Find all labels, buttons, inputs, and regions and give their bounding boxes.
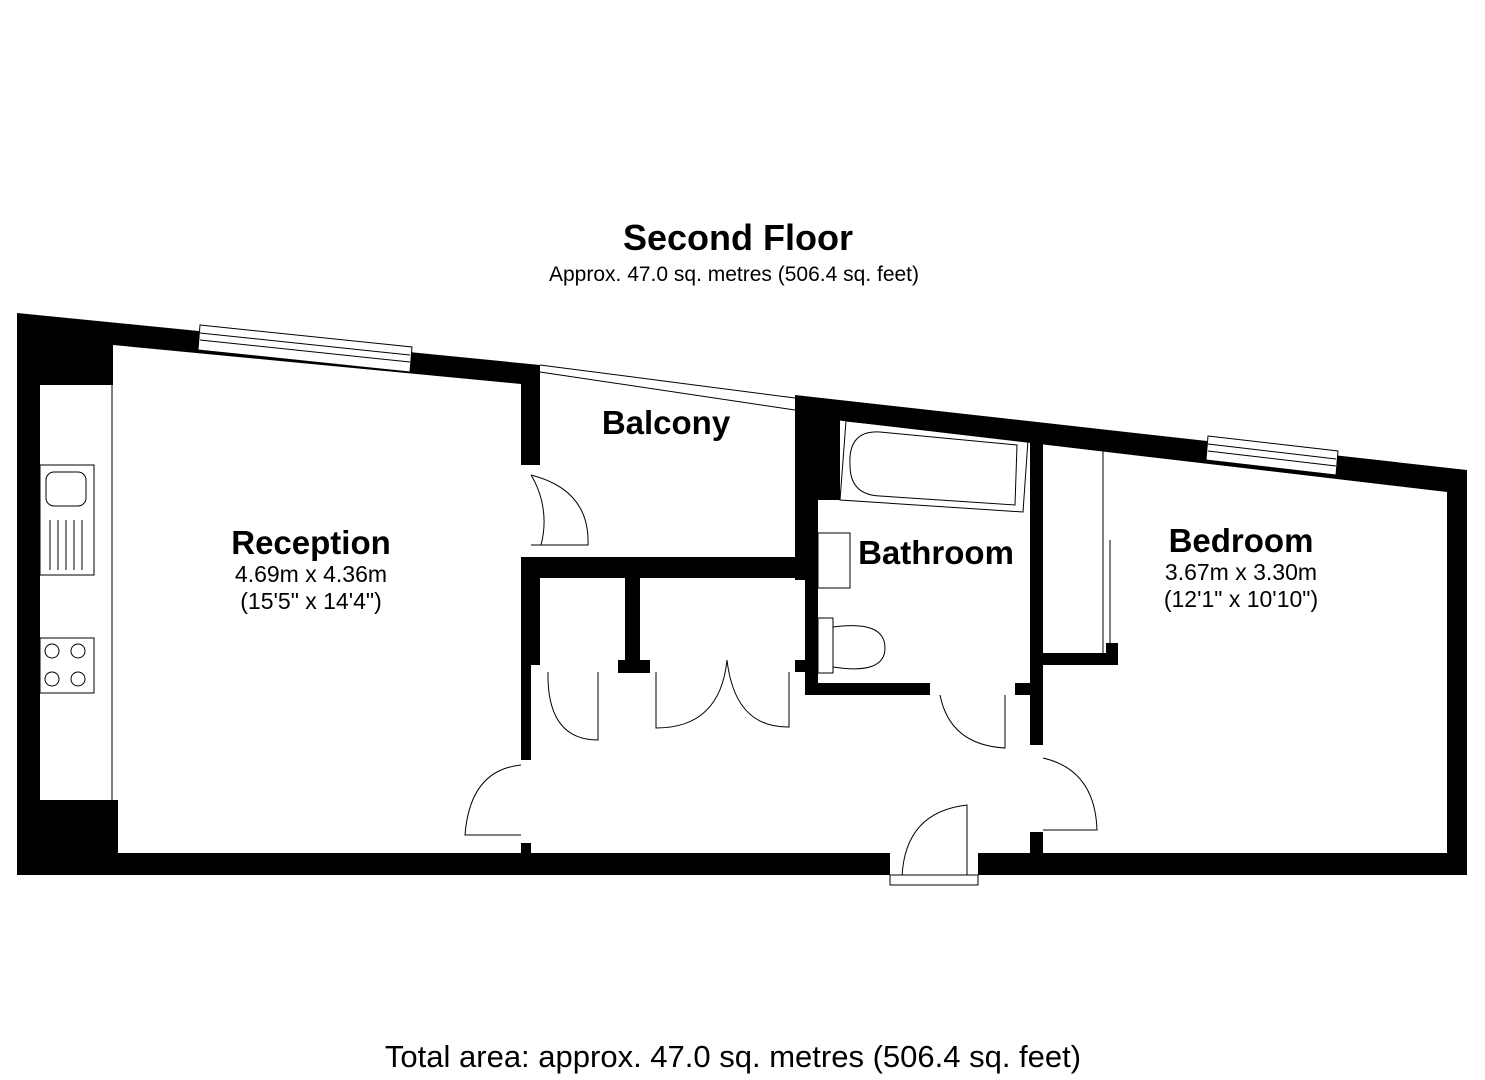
sink-icon: [39, 464, 95, 576]
hob-icon: [39, 637, 95, 694]
room-name: Bedroom: [1169, 522, 1314, 559]
room-reception: Reception 4.69m x 4.36m (15'5" x 14'4"): [231, 524, 391, 614]
basin-icon: [817, 532, 851, 589]
bathtub-icon: [839, 420, 1029, 513]
room-dimensions-imperial: (15'5" x 14'4"): [240, 588, 381, 614]
wardrobe: [1102, 443, 1111, 653]
kitchen-fittings: [39, 385, 113, 800]
room-bedroom: Bedroom 3.67m x 3.30m (12'1" x 10'10"): [1164, 522, 1318, 612]
bathroom-fittings: [817, 420, 1029, 674]
room-dimensions-metric: 4.69m x 4.36m: [235, 561, 387, 587]
total-area: Total area: approx. 47.0 sq. metres (506…: [385, 1039, 1081, 1074]
room-dimensions-imperial: (12'1" x 10'10"): [1164, 586, 1318, 612]
floor-area-subtitle: Approx. 47.0 sq. metres (506.4 sq. feet): [549, 263, 919, 286]
walls: [17, 313, 1467, 875]
room-balcony: Balcony: [602, 404, 731, 441]
room-dimensions-metric: 3.67m x 3.30m: [1165, 559, 1317, 585]
windows: [197, 324, 1339, 476]
drainer-icon: [49, 520, 83, 570]
room-name: Reception: [231, 524, 391, 561]
toilet-icon: [817, 617, 834, 674]
doors: [464, 474, 1098, 886]
floor-title: Second Floor: [623, 217, 853, 258]
room-bathroom: Bathroom: [858, 534, 1014, 571]
